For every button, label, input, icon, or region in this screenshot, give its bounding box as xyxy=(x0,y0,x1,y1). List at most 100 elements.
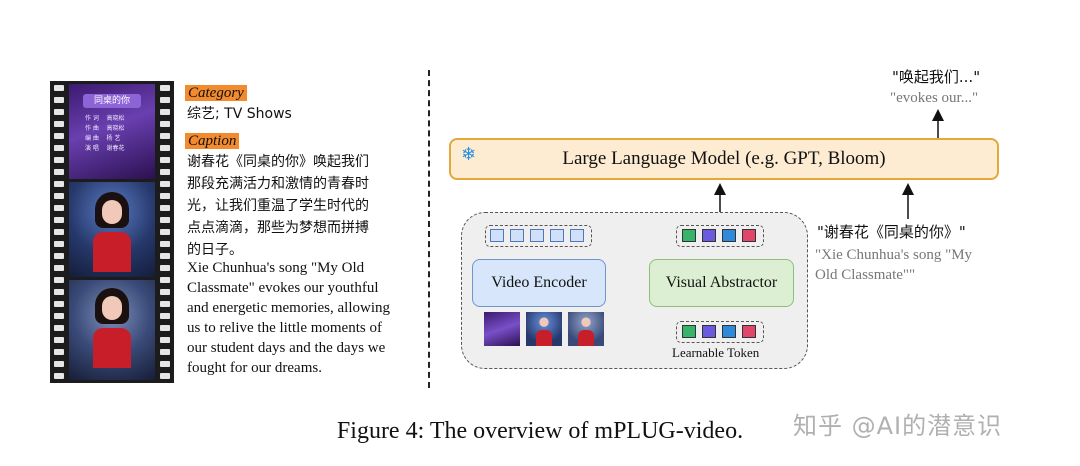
film-perforation xyxy=(160,313,170,319)
output-text-en: "evokes our..." xyxy=(890,90,979,106)
film-perforation xyxy=(160,181,170,187)
output-token xyxy=(682,229,696,242)
video-frame-singer-2 xyxy=(69,280,155,380)
film-perforation xyxy=(54,157,64,163)
film-perforation xyxy=(160,169,170,175)
learnable-token xyxy=(742,325,756,338)
film-perforation xyxy=(54,109,64,115)
caption-tag: Caption xyxy=(185,133,240,149)
film-perforation xyxy=(160,205,170,211)
dashed-divider xyxy=(428,70,430,388)
film-perforation xyxy=(160,109,170,115)
film-perforation xyxy=(54,121,64,127)
abstractor-output-token-group xyxy=(676,225,764,247)
video-frame-title-card: 同桌的你 作 词 高晓松 作 曲 高晓松 编 曲 杨 艺 演 唱 谢春花 xyxy=(69,84,155,179)
visual-token xyxy=(550,229,564,242)
film-perforation xyxy=(160,277,170,283)
caption-zh-line: 谢春花《同桌的你》唤起我们 xyxy=(187,154,369,170)
video-thumbnail-1 xyxy=(484,312,520,346)
film-perforation xyxy=(54,169,64,175)
film-perforation xyxy=(160,157,170,163)
film-perforation xyxy=(160,253,170,259)
output-token xyxy=(702,229,716,242)
figure-caption: Figure 4: The overview of mPLUG-video. xyxy=(336,418,744,444)
learnable-token xyxy=(682,325,696,338)
film-perforation xyxy=(160,349,170,355)
film-perforation xyxy=(160,325,170,331)
film-perforation xyxy=(160,337,170,343)
video-film-strip: 同桌的你 作 词 高晓松 作 曲 高晓松 编 曲 杨 艺 演 唱 谢春花 xyxy=(50,81,174,383)
film-perforation xyxy=(54,145,64,151)
film-perforation xyxy=(160,289,170,295)
film-perforation xyxy=(54,85,64,91)
film-perforation xyxy=(54,133,64,139)
snowflake-icon: ❄ xyxy=(461,144,477,165)
film-perforation xyxy=(160,373,170,379)
input-en-line: "Xie Chunhua's song "My xyxy=(815,247,973,263)
singer-figure xyxy=(93,192,131,277)
caption-en-line: us to relive the little moments of xyxy=(187,320,382,336)
caption-zh-line: 光，让我们重温了学生时代的 xyxy=(187,198,369,214)
caption-en-line: Classmate" evokes our youthful xyxy=(187,280,379,296)
caption-zh-line: 点点滴滴，那些为梦想而拼搏 xyxy=(187,220,369,236)
film-perforation xyxy=(54,301,64,307)
video-frame-singer-1 xyxy=(69,182,155,277)
video-thumbnail-3 xyxy=(568,312,604,346)
film-perforation xyxy=(54,253,64,259)
visual-abstractor-block: Visual Abstractor xyxy=(649,259,794,307)
llm-label: Large Language Model (e.g. GPT, Bloom) xyxy=(562,148,886,169)
film-perforation xyxy=(160,193,170,199)
film-perforation xyxy=(54,265,64,271)
video-encoder-label: Video Encoder xyxy=(491,274,587,291)
video-thumbnail-2 xyxy=(526,312,562,346)
video-encoder-block: Video Encoder xyxy=(472,259,606,307)
film-perforation xyxy=(160,229,170,235)
caption-zh-line: 的日子。 xyxy=(187,242,243,258)
film-perforation xyxy=(160,301,170,307)
caption-en-line: Xie Chunhua's song "My Old xyxy=(187,260,365,276)
category-value: 综艺; TV Shows xyxy=(187,106,292,122)
visual-abstractor-label: Visual Abstractor xyxy=(665,274,778,291)
visual-token xyxy=(570,229,584,242)
caption-block: Caption xyxy=(185,132,240,150)
visual-token xyxy=(510,229,524,242)
film-perforation xyxy=(54,229,64,235)
film-perforation xyxy=(160,85,170,91)
film-perforation xyxy=(160,133,170,139)
caption-english: Xie Chunhua's song "My Old Classmate" ev… xyxy=(187,258,390,378)
caption-en-line: fought for our dreams. xyxy=(187,360,322,376)
film-perforation xyxy=(160,217,170,223)
output-text-zh: "唤起我们..." xyxy=(892,68,981,86)
film-perforation xyxy=(160,361,170,367)
film-perforation xyxy=(54,217,64,223)
category-tag: Category xyxy=(185,85,247,101)
visual-token xyxy=(530,229,544,242)
frame-credits-text: 作 词 高晓松 作 曲 高晓松 编 曲 杨 艺 演 唱 谢春花 xyxy=(85,115,125,152)
encoder-token-group xyxy=(485,225,592,247)
learnable-token-group xyxy=(676,321,764,343)
film-perforation xyxy=(54,349,64,355)
film-perforation xyxy=(54,361,64,367)
caption-en-line: and energetic memories, allowing xyxy=(187,300,390,316)
learnable-token xyxy=(702,325,716,338)
film-perforation xyxy=(54,97,64,103)
film-perforation xyxy=(54,337,64,343)
llm-block: Large Language Model (e.g. GPT, Bloom) xyxy=(449,138,999,180)
film-perforation xyxy=(160,265,170,271)
film-perforation xyxy=(160,241,170,247)
film-perforation xyxy=(160,97,170,103)
film-perforation xyxy=(54,277,64,283)
watermark-text: 知乎 @AI的潜意识 xyxy=(793,412,1003,440)
singer-figure xyxy=(93,288,131,380)
film-perforation xyxy=(54,193,64,199)
caption-zh-line: 那段充满活力和激情的青春时 xyxy=(187,176,369,192)
category-block: Category xyxy=(185,84,247,102)
output-token xyxy=(742,229,756,242)
caption-chinese: 谢春花《同桌的你》唤起我们 那段充满活力和激情的青春时 光，让我们重温了学生时代… xyxy=(187,151,369,261)
input-text-en: "Xie Chunhua's song "My Old Classmate"" xyxy=(815,245,1015,285)
frame-title-text: 同桌的你 xyxy=(83,94,141,108)
film-perforation xyxy=(160,121,170,127)
input-en-line: Old Classmate"" xyxy=(815,267,916,283)
film-perforation xyxy=(54,313,64,319)
film-perforation xyxy=(54,205,64,211)
